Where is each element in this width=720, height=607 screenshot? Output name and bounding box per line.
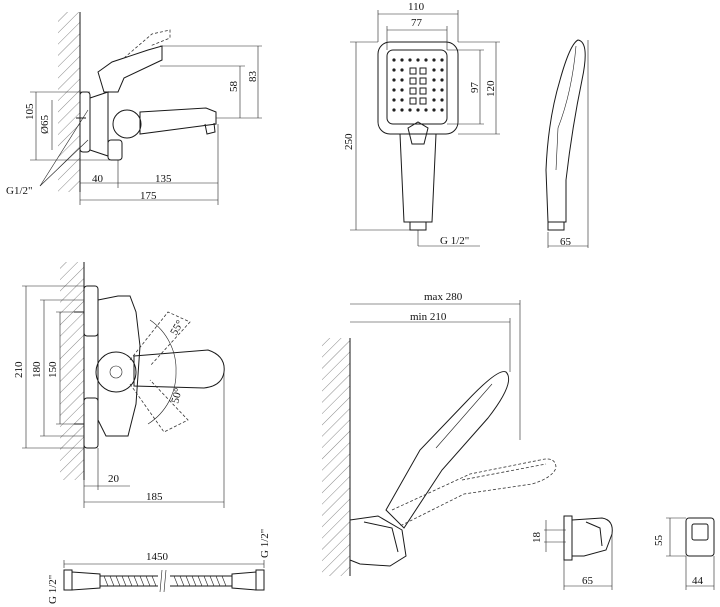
dim-escutcheon: Ø65 xyxy=(39,115,51,134)
dim-spout-reach: 135 xyxy=(155,173,172,185)
dim-hose-thread-left: G 1/2" xyxy=(47,575,59,604)
dim-thread-side: G1/2" xyxy=(6,185,33,197)
dim-depth-shower: 65 xyxy=(560,236,572,248)
dim-width-total: 175 xyxy=(140,190,157,202)
shower-holder-view: max 280 min 210 xyxy=(322,291,557,576)
dim-rotation-up: 55° xyxy=(168,318,186,337)
hand-shower-front-view: 110 77 120 97 250 G 1/2" xyxy=(343,1,500,247)
dim-connection-spacing: 210 xyxy=(13,361,25,378)
dim-holder-width: 44 xyxy=(692,575,704,587)
hand-shower-side-view: 65 xyxy=(545,39,589,248)
dim-height-total: 83 xyxy=(247,71,259,83)
dim-rotation-down: 50° xyxy=(169,387,185,405)
hose-view: 1450 G 1/2" G 1/2" xyxy=(47,529,271,604)
dim-face-width: 77 xyxy=(411,17,423,29)
wall-hatch-top xyxy=(60,262,84,480)
dim-reach-max: max 280 xyxy=(424,291,463,303)
wall-hatch xyxy=(58,12,80,192)
dim-hose-thread-right: G 1/2" xyxy=(259,529,271,558)
dim-head-height: 120 xyxy=(485,80,497,97)
dim-face-height: 97 xyxy=(469,82,481,94)
dim-head-width: 110 xyxy=(408,1,425,13)
dim-height-handle: 58 xyxy=(228,81,240,93)
dim-holder-height: 55 xyxy=(653,535,665,547)
wall-hatch-holder xyxy=(322,338,350,576)
nozzle-grid xyxy=(392,58,444,112)
dim-reach-min: min 210 xyxy=(410,311,447,323)
dim-bracket-height: 18 xyxy=(531,532,543,544)
dim-hose-length: 1450 xyxy=(146,551,169,563)
dim-offset-wall: 40 xyxy=(92,173,104,185)
dim-total-length: 250 xyxy=(343,133,355,150)
dim-height-body: 105 xyxy=(24,103,36,120)
dim-spacing-150: 150 xyxy=(47,361,59,378)
dim-offset-wall-top: 20 xyxy=(108,473,120,485)
dim-spacing-180: 180 xyxy=(31,361,43,378)
dim-bracket-depth: 65 xyxy=(582,575,594,587)
dim-thread-shower: G 1/2" xyxy=(440,235,469,247)
faucet-side-view: 40 135 175 G1/2" 83 58 105 Ø65 xyxy=(6,12,262,205)
dim-depth-total: 185 xyxy=(146,491,163,503)
wall-bracket-detail: 18 65 55 44 xyxy=(531,515,715,590)
faucet-top-view: 210 180 150 55° 50° 20 185 xyxy=(13,262,225,508)
